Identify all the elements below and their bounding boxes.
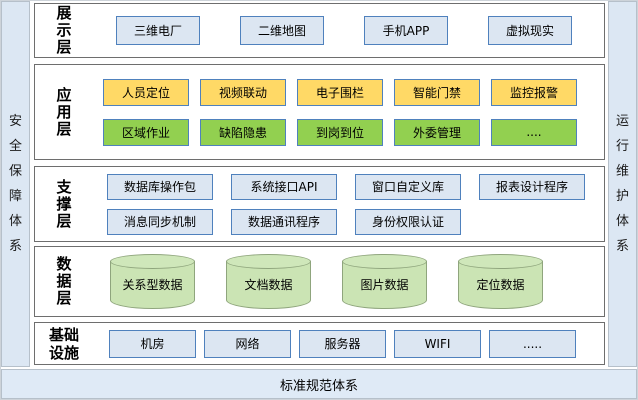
cylinder-top-ellipse [458,254,543,269]
diagram-box: WIFI [394,329,481,358]
right-frame-operation-maintenance: 运行维护体系 [608,1,637,367]
layer-stack: 展示层 三维电厂 二维地图 手机APP 虚拟现实应用层 人员定位视频联动电子围栏智能门禁监… [34,0,605,370]
shape-row: 三维电厂 二维地图 手机APP 虚拟现实 [93,16,604,45]
diagram-box: 二维地图 [240,16,324,45]
layer-application-content: 人员定位视频联动电子围栏智能门禁监控报警区域作业缺陷隐患到岗到位外委管理.... [93,65,604,159]
layer-presentation-label: 展示层 [35,4,93,57]
diagram-box: 外委管理 [394,118,480,146]
left-frame-label: 安全保障体系 [8,114,22,254]
diagram-box: 数据通讯程序 [231,208,337,235]
layer-application-label: 应用层 [35,65,93,159]
cylinder-body [226,261,311,309]
layer-data: 数据层 关系型数据 文档数据 图片数据 定位数据 [34,246,605,317]
diagram-box: 手机APP [364,16,448,45]
diagram-box: 窗口自定义库 [355,173,461,200]
diagram-box: 缺陷隐患 [200,118,286,146]
database-cylinder: 定位数据 [458,254,543,309]
diagram-box: 数据库操作包 [107,173,213,200]
shape-row: 关系型数据 文档数据 图片数据 定位数据 [93,254,604,309]
diagram-box: 报表设计程序 [479,173,585,200]
layer-label-text: 展示层 [56,4,72,56]
diagram-box: 区域作业 [103,118,189,146]
diagram-box: ..... [489,329,576,358]
layer-label-text: 数据层 [56,255,72,307]
layer-data-label: 数据层 [35,247,93,316]
layer-support: 支撑层 数据库操作包系统接口API 窗口自定义库报表设计程序消息同步机制数据通讯程序… [34,166,605,242]
diagram-box: 身份权限认证 [355,208,461,235]
diagram-box: 消息同步机制 [107,208,213,235]
database-cylinder: 关系型数据 [110,254,195,309]
left-frame-security-assurance: 安全保障体系 [1,1,30,367]
layer-presentation-content: 三维电厂 二维地图 手机APP 虚拟现实 [93,4,604,57]
diagram-box: 系统接口API [231,173,337,200]
layer-data-content: 关系型数据 文档数据 图片数据 定位数据 [93,247,604,316]
cylinder-top-ellipse [342,254,427,269]
cylinder-label: 图片数据 [360,278,409,292]
layer-infrastructure: 基础设施 机房网络服务器 WIFI..... [34,322,605,365]
diagram-box: 虚拟现实 [488,16,572,45]
layer-infrastructure-content: 机房网络服务器 WIFI..... [93,323,604,364]
layer-presentation: 展示层 三维电厂 二维地图 手机APP 虚拟现实 [34,3,605,58]
cylinder-top-ellipse [110,254,195,269]
shape-row: 区域作业缺陷隐患到岗到位外委管理.... [93,118,604,146]
diagram-box: .... [491,118,577,146]
shape-row: 人员定位视频联动电子围栏智能门禁监控报警 [93,78,604,106]
diagram-box: 视频联动 [200,78,286,106]
bottom-frame-standards: 标准规范体系 [1,369,637,399]
layer-label-text: 应用层 [56,85,72,138]
cylinder-body [342,261,427,309]
diagram-box: 到岗到位 [297,118,383,146]
bottom-frame-label: 标准规范体系 [279,378,358,394]
layer-infrastructure-label: 基础设施 [35,323,93,364]
cylinder-label: 定位数据 [476,278,525,292]
database-cylinder: 文档数据 [226,254,311,309]
layer-application: 应用层人员定位视频联动电子围栏智能门禁监控报警区域作业缺陷隐患到岗到位外委管理.… [34,64,605,160]
diagram-box: 三维电厂 [116,16,200,45]
layer-label-text: 基础设施 [48,325,79,362]
diagram-box: 电子围栏 [297,78,383,106]
cylinder-label: 关系型数据 [122,278,183,292]
right-frame-label: 运行维护体系 [615,114,629,254]
cylinder-body [110,261,195,309]
layer-support-label: 支撑层 [35,167,93,241]
database-cylinder: 图片数据 [342,254,427,309]
diagram-box: 人员定位 [103,78,189,106]
diagram-box: 网络 [204,329,291,358]
shape-row: 数据库操作包系统接口API 窗口自定义库报表设计程序 [93,173,604,200]
shape-row: 机房网络服务器 WIFI..... [93,329,604,358]
cylinder-top-ellipse [226,254,311,269]
shape-row: 消息同步机制数据通讯程序身份权限认证 [93,208,604,235]
cylinder-body [458,261,543,309]
diagram-box: 服务器 [299,329,386,358]
cylinder-label: 文档数据 [244,278,293,292]
diagram-box: 监控报警 [491,78,577,106]
diagram-box: 智能门禁 [394,78,480,106]
diagram-box: 机房 [109,329,196,358]
layer-label-text: 支撑层 [56,177,72,230]
layer-support-content: 数据库操作包系统接口API 窗口自定义库报表设计程序消息同步机制数据通讯程序身份权… [93,167,604,241]
